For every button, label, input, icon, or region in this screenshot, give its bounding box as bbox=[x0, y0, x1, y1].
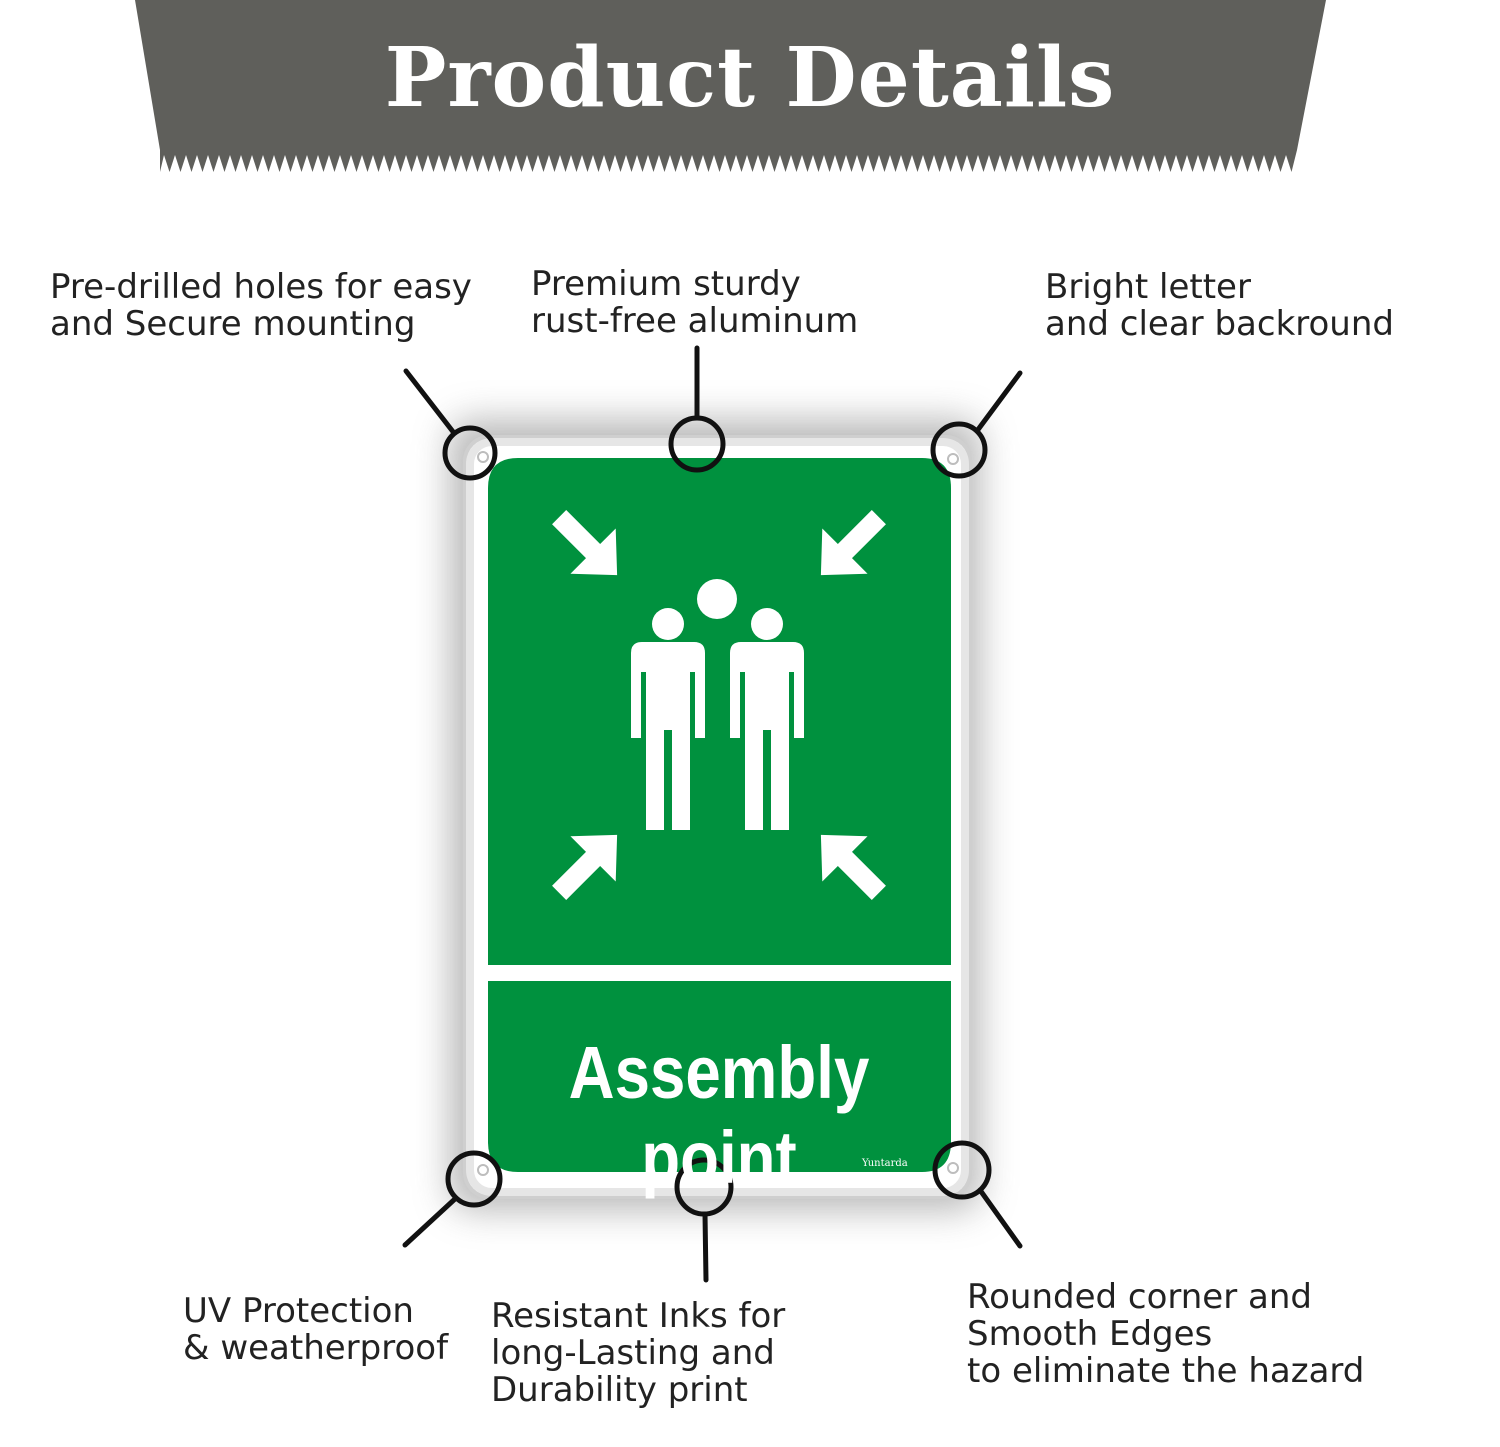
callout-rounded-corner: Rounded corner and Smooth Edges to elimi… bbox=[967, 1279, 1364, 1390]
callout-line: & weatherproof bbox=[183, 1328, 449, 1368]
callout-line: Resistant Inks for bbox=[491, 1296, 786, 1336]
arrows-icon bbox=[552, 510, 886, 900]
callout-line: Smooth Edges bbox=[967, 1314, 1213, 1354]
callout-line: Durability print bbox=[491, 1370, 748, 1410]
callout-line: Bright letter bbox=[1045, 269, 1251, 307]
callout-line: Premium sturdy bbox=[531, 264, 801, 304]
callout-bright-letter: Bright letter and clear backround bbox=[1045, 269, 1395, 343]
people-icon bbox=[631, 579, 804, 830]
sign-label: Assembly point bbox=[568, 1031, 870, 1199]
brand-label: Yuntarda bbox=[862, 1158, 908, 1169]
callout-pre-drilled-holes: Pre-drilled holes for easy and Secure mo… bbox=[50, 269, 472, 343]
page-title: Product Details bbox=[384, 30, 1116, 126]
callout-uv-protection: UV Protection & weatherproof bbox=[183, 1293, 448, 1367]
mounting-holes bbox=[477, 451, 959, 1176]
callout-line: to eliminate the hazard bbox=[967, 1351, 1365, 1391]
sign-bottom-panel bbox=[488, 981, 951, 1172]
callout-line: and clear backround bbox=[1045, 304, 1394, 343]
callout-line: Pre-drilled holes for easy bbox=[50, 267, 472, 307]
callout-line: Rounded corner and bbox=[967, 1277, 1312, 1317]
callout-resistant-inks: Resistant Inks for long-Lasting and Dura… bbox=[491, 1298, 785, 1409]
header-banner bbox=[135, 0, 1326, 172]
callout-aluminum: Premium sturdy rust-free aluminum bbox=[531, 266, 858, 340]
callout-line: long-Lasting and bbox=[491, 1333, 775, 1373]
callout-line: and Secure mounting bbox=[50, 304, 416, 344]
callout-pointers bbox=[402, 345, 1023, 1283]
callout-line: rust-free aluminum bbox=[531, 301, 859, 341]
callout-line: UV Protection bbox=[183, 1291, 414, 1331]
